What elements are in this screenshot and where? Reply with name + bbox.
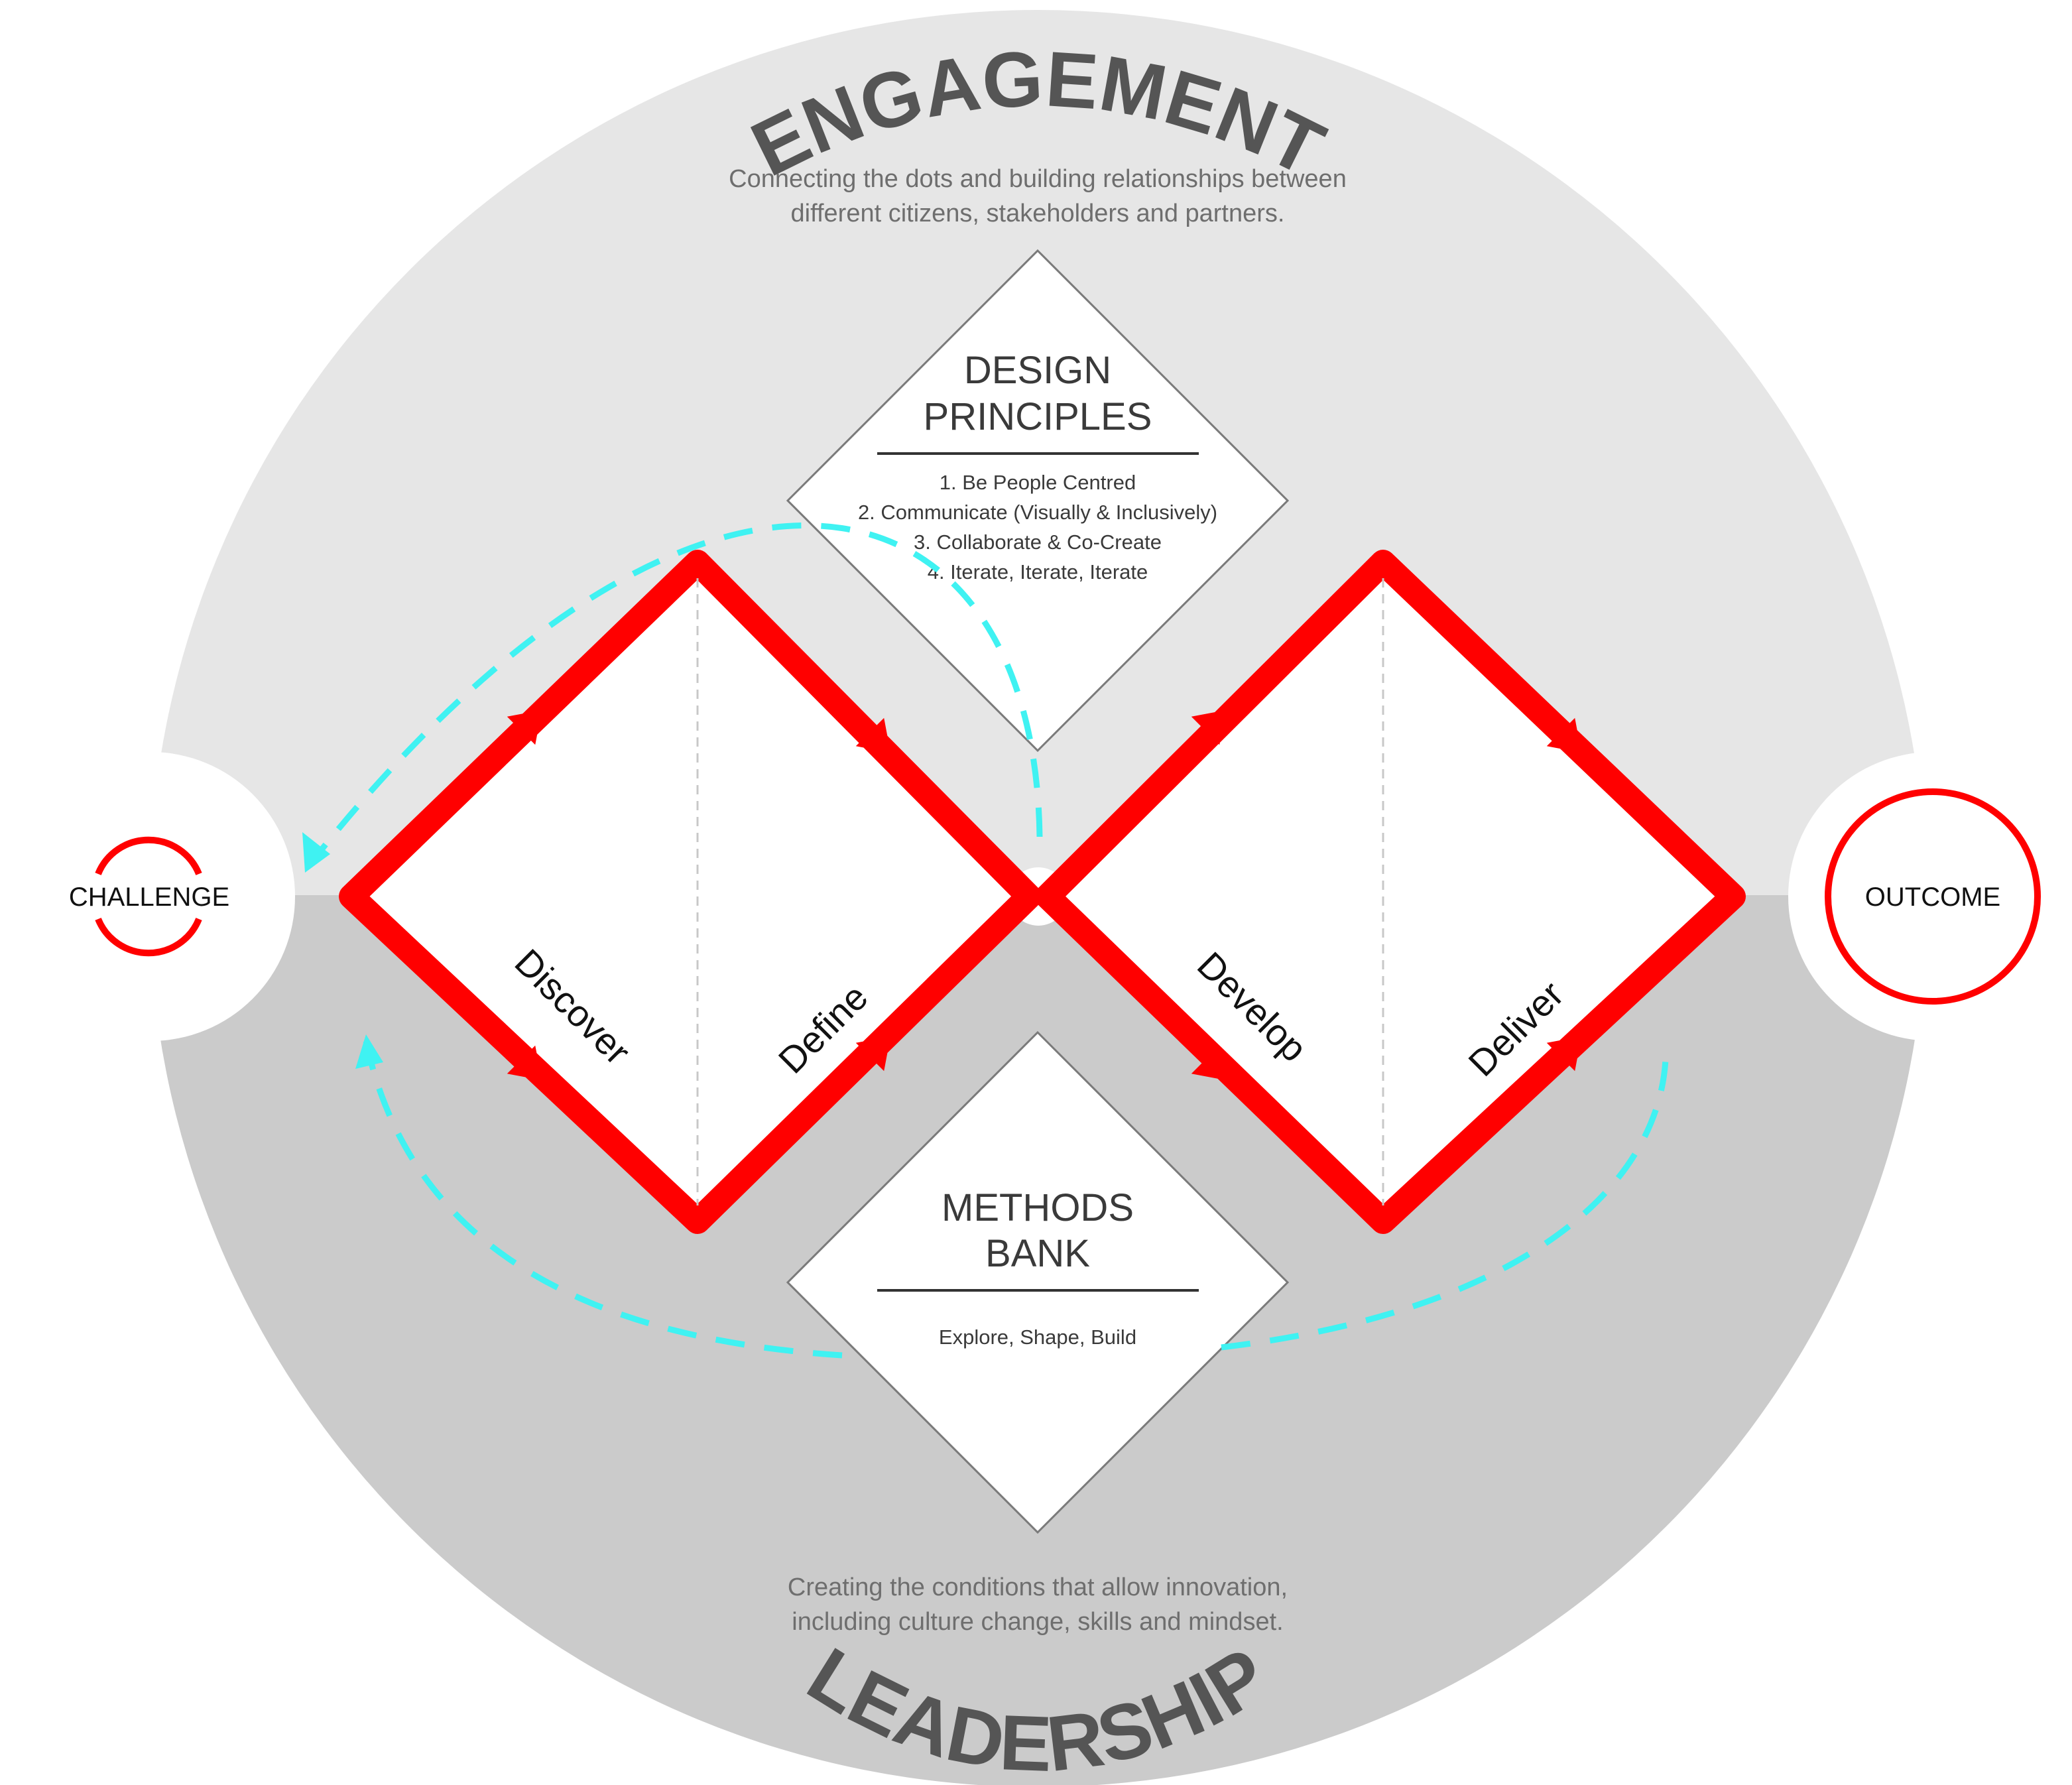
flow-arrow-icon [507, 709, 542, 745]
design-principles-diamond [786, 249, 1290, 753]
design-principle-item: 4. Iterate, Iterate, Iterate [928, 560, 1148, 584]
outcome-label: OUTCOME [1865, 883, 2000, 912]
engagement-description-line2: different citizens, stakeholders and par… [791, 200, 1285, 227]
flow-arrow-icon [1191, 709, 1227, 745]
challenge-cutout [6, 752, 295, 1041]
flow-arrow-icon [507, 1045, 542, 1081]
left-diamond [339, 550, 1042, 1234]
challenge-ring-top [95, 836, 202, 875]
design-principles-title-line1: DESIGN [964, 349, 1111, 392]
methods-bank-box: METHODS BANK Explore, Shape, Build [786, 1030, 1290, 1534]
flow-arrow-icon [855, 1036, 891, 1072]
loop-arrow-lower-right [1221, 1059, 1669, 1351]
flow-arrow-icon [1191, 1045, 1227, 1081]
methods-bank-diamond [786, 1030, 1290, 1534]
flow-arrows [507, 709, 1582, 1081]
loop-arrow-upper-left [309, 523, 1043, 864]
methods-bank-item: Explore, Shape, Build [939, 1325, 1136, 1349]
methods-bank-title-line1: METHODS [942, 1186, 1134, 1229]
leadership-description-line1: Creating the conditions that allow innov… [788, 1573, 1288, 1601]
loop-arrow-lower-left [363, 1040, 843, 1359]
design-principle-item: 1. Be People Centred [940, 471, 1136, 494]
design-principle-item: 2. Communicate (Visually & Inclusively) [858, 501, 1217, 524]
design-principle-item: 3. Collaborate & Co-Create [914, 530, 1162, 554]
design-principles-box: DESIGN PRINCIPLES 1. Be People Centred 2… [786, 249, 1290, 753]
arrowhead-icon [302, 832, 330, 873]
arrowhead-icon [355, 1034, 383, 1069]
leadership-description-line2: including culture change, skills and min… [792, 1608, 1283, 1636]
flow-arrow-icon [1546, 1036, 1582, 1072]
flow-arrow-icon [1546, 717, 1582, 753]
design-principles-title-line2: PRINCIPLES [924, 395, 1152, 438]
challenge-ring-bottom [95, 918, 202, 957]
flow-arrow-icon [855, 717, 891, 753]
outcome-node: OUTCOME [1825, 788, 2041, 1005]
challenge-node: CHALLENGE [69, 836, 229, 957]
outcome-ring [1825, 788, 2041, 1005]
engagement-description-line1: Connecting the dots and building relatio… [729, 165, 1347, 193]
challenge-label: CHALLENGE [69, 883, 229, 912]
methods-bank-title-line2: BANK [985, 1232, 1090, 1275]
